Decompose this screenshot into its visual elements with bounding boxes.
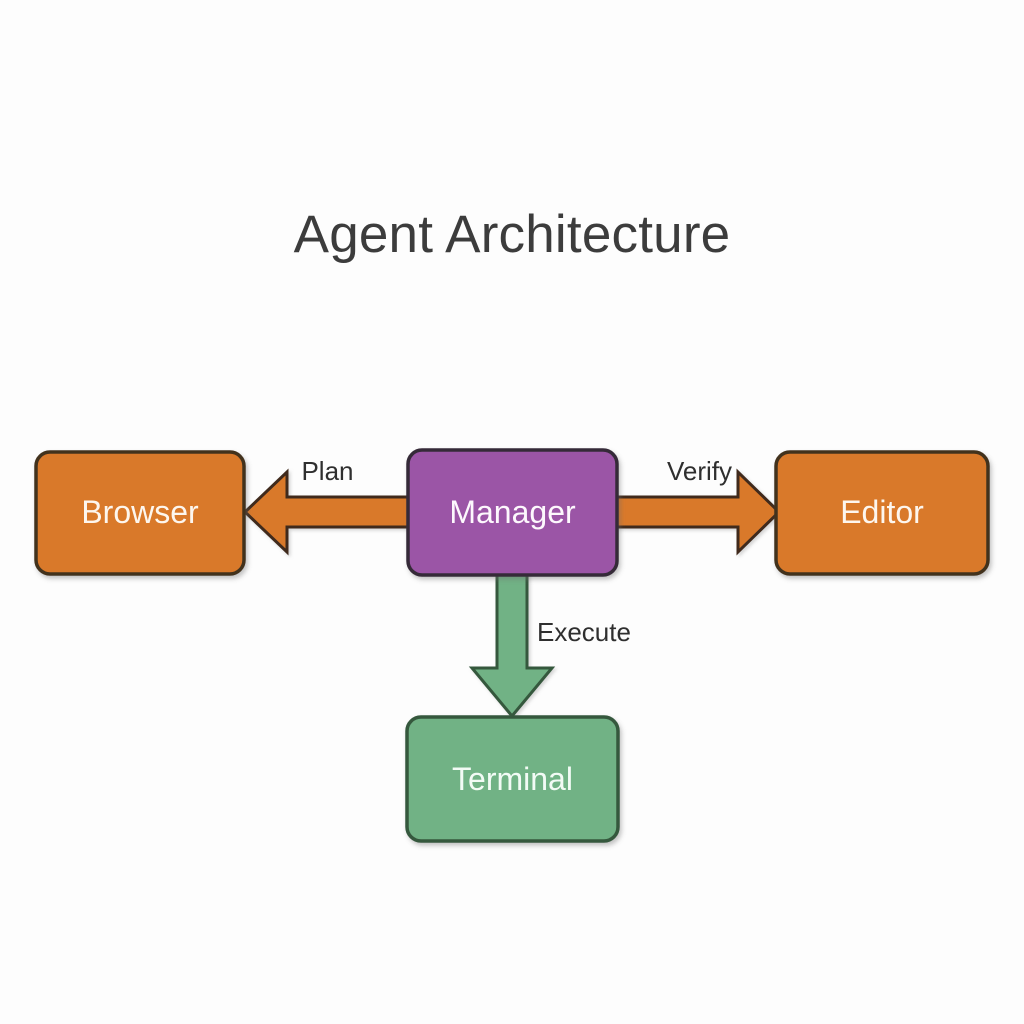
edge-verify-arrow: [615, 468, 782, 556]
edge-execute-arrow: [468, 568, 556, 719]
edge-label-verify: Verify: [666, 456, 733, 486]
node-browser[interactable]: [34, 450, 246, 576]
edge-label-plan: Plan: [301, 456, 354, 486]
edge-plan-arrow: [242, 468, 410, 556]
node-editor[interactable]: [774, 450, 990, 576]
page-title: Agent Architecture: [293, 205, 731, 264]
edge-label-execute: Execute: [537, 617, 631, 647]
node-manager[interactable]: [406, 448, 619, 577]
node-terminal[interactable]: [405, 715, 620, 843]
